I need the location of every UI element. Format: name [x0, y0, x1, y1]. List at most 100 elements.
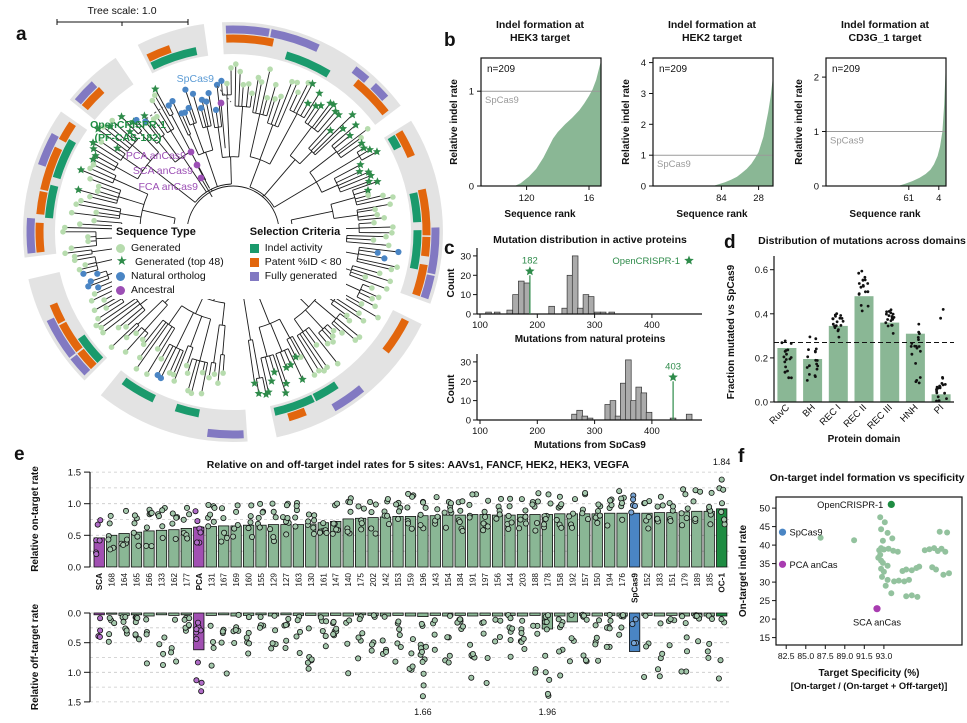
svg-text:3: 3 — [641, 89, 646, 100]
phylogenetic-tree-panel: .tl{stroke:#1a1a1a;stroke-width:0.9;fill… — [0, 0, 455, 450]
svg-text:202: 202 — [369, 573, 378, 587]
panel-letter-d: d — [724, 232, 736, 253]
svg-text:0: 0 — [469, 182, 474, 193]
svg-text:155: 155 — [257, 573, 266, 587]
svg-text:OpenCRISPR-1: OpenCRISPR-1 — [90, 119, 166, 131]
svg-text:PCA anCas9: PCA anCas9 — [126, 150, 186, 162]
svg-text:184: 184 — [456, 573, 465, 587]
svg-text:SCA: SCA — [95, 573, 104, 590]
svg-text:153: 153 — [394, 573, 403, 587]
svg-text:1.84: 1.84 — [713, 457, 731, 467]
legend-item-label: Natural ortholog — [131, 270, 206, 282]
svg-text:Relative on and off-target ind: Relative on and off-target indel rates f… — [207, 459, 630, 471]
svg-text:28: 28 — [753, 193, 764, 204]
svg-text:20: 20 — [759, 615, 770, 626]
svg-text:0: 0 — [466, 310, 471, 321]
svg-text:0: 0 — [814, 182, 819, 193]
svg-text:300: 300 — [587, 426, 603, 437]
svg-text:30: 30 — [460, 251, 471, 262]
svg-text:Tree scale: 1.0: Tree scale: 1.0 — [87, 5, 156, 17]
legend-item-label: Fully generated — [264, 270, 338, 282]
svg-text:BH: BH — [801, 402, 818, 419]
svg-text:84: 84 — [716, 193, 727, 204]
indel-activity-swatch-icon — [249, 243, 259, 253]
specificity-scatter-chart: On-target indel formation vs specificity… — [733, 446, 967, 723]
svg-text:154: 154 — [444, 573, 453, 587]
svg-text:197: 197 — [481, 573, 490, 587]
svg-text:HNH: HNH — [898, 402, 920, 424]
svg-text:0.6: 0.6 — [755, 265, 768, 276]
svg-text:PCA anCas: PCA anCas — [790, 560, 838, 570]
svg-text:140: 140 — [344, 573, 353, 587]
svg-text:160: 160 — [245, 573, 254, 587]
svg-text:30: 30 — [759, 578, 770, 589]
svg-text:50: 50 — [759, 504, 770, 515]
tree-legend: Sequence Type Generated ★ Generated (top… — [112, 224, 346, 299]
svg-text:0.0: 0.0 — [755, 398, 768, 409]
svg-text:10: 10 — [460, 396, 471, 407]
panel-letter-c: c — [444, 238, 455, 259]
svg-text:0.0: 0.0 — [68, 563, 81, 574]
svg-text:Mutation distribution in activ: Mutation distribution in active proteins — [493, 234, 687, 246]
indel-area — [713, 76, 773, 186]
svg-text:45: 45 — [759, 522, 770, 533]
indel-area — [514, 60, 601, 186]
svg-text:194: 194 — [606, 573, 615, 587]
svg-text:185: 185 — [705, 573, 714, 587]
tree-scale-bar: Tree scale: 1.0 — [56, 5, 189, 26]
svg-text:130: 130 — [307, 573, 316, 587]
svg-text:0.2: 0.2 — [755, 353, 768, 364]
svg-text:25: 25 — [759, 596, 770, 607]
tree-leaves — [60, 61, 402, 398]
svg-text:89.0: 89.0 — [836, 651, 853, 661]
svg-text:82.5: 82.5 — [778, 651, 795, 661]
svg-text:n=209: n=209 — [487, 64, 516, 75]
legend-item: Ancestral — [116, 283, 224, 297]
domain-mutation-chart: Distribution of mutations across domains… — [722, 232, 967, 448]
svg-text:SCA anCas9: SCA anCas9 — [133, 165, 193, 177]
svg-text:142: 142 — [382, 573, 391, 587]
svg-text:177: 177 — [182, 573, 191, 587]
svg-text:1: 1 — [641, 151, 646, 162]
svg-text:Count: Count — [446, 374, 457, 404]
svg-text:HEK3 target: HEK3 target — [510, 32, 571, 44]
svg-text:FCA anCas9: FCA anCas9 — [138, 181, 198, 193]
mutation-histograms: Mutation distribution in active proteins… — [440, 232, 727, 451]
svg-text:300: 300 — [587, 320, 603, 331]
legend-title: Sequence Type — [116, 226, 196, 238]
svg-text:127: 127 — [282, 573, 291, 587]
generated-marker-icon — [116, 243, 125, 253]
legend-item-label: Ancestral — [131, 284, 175, 296]
svg-text:4: 4 — [641, 58, 646, 69]
svg-text:0: 0 — [641, 182, 646, 193]
svg-text:Mutations from SpCas9: Mutations from SpCas9 — [534, 440, 646, 448]
svg-text:191: 191 — [469, 573, 478, 587]
svg-text:182: 182 — [522, 255, 538, 266]
svg-text:SpCas9: SpCas9 — [485, 95, 519, 106]
svg-text:143: 143 — [431, 573, 440, 587]
svg-text:151: 151 — [668, 573, 677, 587]
svg-text:144: 144 — [506, 573, 515, 587]
svg-text:SpCas9: SpCas9 — [631, 573, 640, 603]
svg-text:REC II: REC II — [842, 402, 870, 430]
svg-text:1.5: 1.5 — [68, 697, 81, 708]
legend-item-label: Indel activity — [264, 242, 323, 254]
svg-text:183: 183 — [656, 573, 665, 587]
svg-text:20: 20 — [460, 377, 471, 388]
svg-text:2: 2 — [814, 73, 819, 84]
legend-item: ★ Generated (top 48) — [116, 252, 224, 269]
svg-text:n=209: n=209 — [832, 64, 861, 75]
svg-text:400: 400 — [644, 320, 660, 331]
svg-text:20: 20 — [460, 271, 471, 282]
svg-text:Relative off-target rate: Relative off-target rate — [30, 603, 41, 710]
svg-text:Fraction mutated vs SpCas9: Fraction mutated vs SpCas9 — [726, 264, 737, 399]
generated-top48-star-icon: ★ — [116, 252, 128, 268]
svg-text:CD3G_1 target: CD3G_1 target — [849, 32, 922, 44]
svg-text:403: 403 — [665, 361, 681, 372]
svg-text:0.0: 0.0 — [68, 609, 81, 620]
patent-id-swatch-icon — [249, 257, 259, 267]
svg-text:150: 150 — [593, 573, 602, 587]
svg-text:169: 169 — [232, 573, 241, 587]
